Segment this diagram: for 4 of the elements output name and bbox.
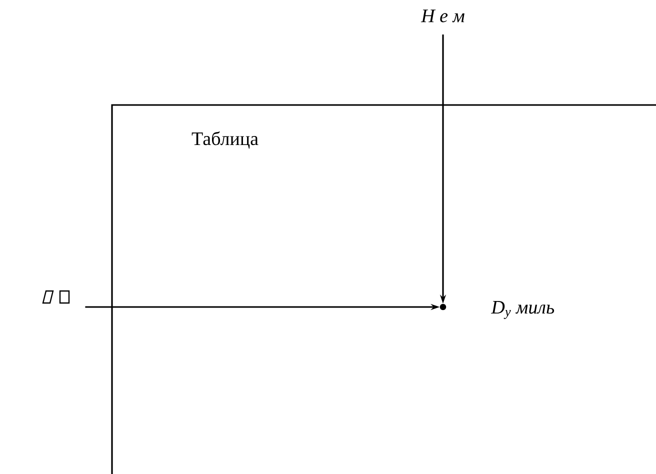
node-label: Н е м bbox=[420, 10, 464, 22]
glyph-box bbox=[42, 290, 70, 304]
table-caption: Таблица bbox=[192, 131, 258, 149]
dot-label: D$_{y}$ миль bbox=[490, 301, 554, 319]
